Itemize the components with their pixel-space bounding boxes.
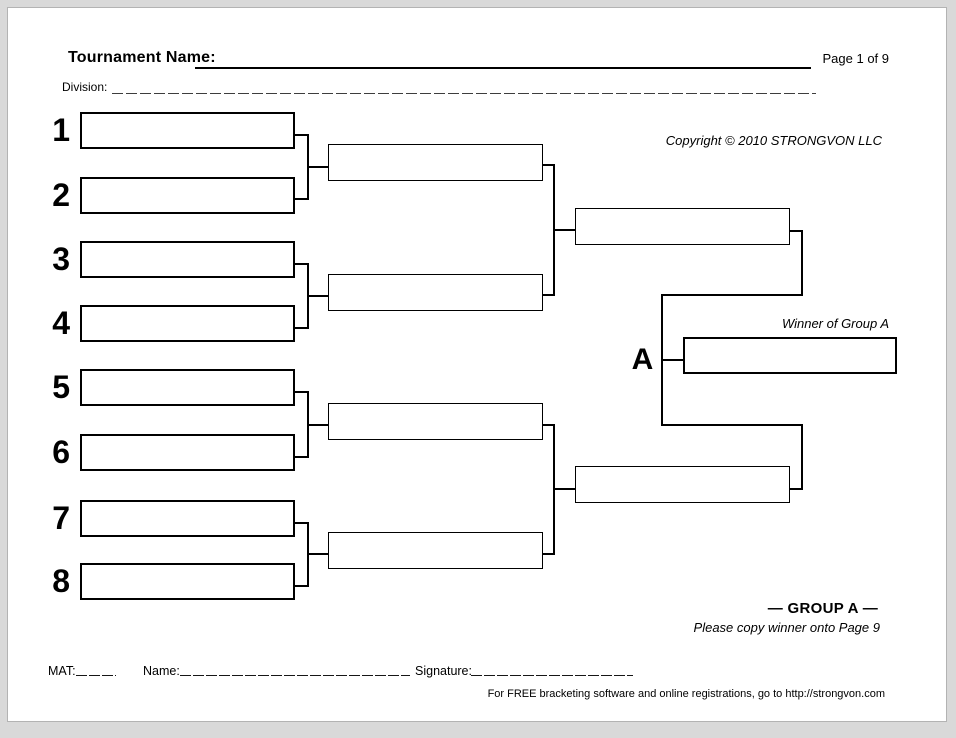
seed-number-7: 7 (52, 500, 70, 536)
connector-line (801, 230, 803, 296)
group-title: — GROUP A — (767, 600, 878, 617)
seed-number-4: 4 (52, 305, 70, 341)
player-box-4 (80, 305, 295, 342)
division-label: Division: (62, 80, 108, 94)
seed-number-2: 2 (52, 177, 70, 213)
connector-line (801, 424, 803, 490)
promo-footer: For FREE bracketing software and online … (487, 688, 885, 700)
group-a-label: A (631, 343, 654, 376)
player-box-7 (80, 500, 295, 537)
connector-line (307, 424, 328, 426)
winner-caption: Winner of Group A (781, 316, 889, 331)
connector-line (790, 488, 803, 490)
document-page: Tournament Name: Page 1 of 9 Division: C… (7, 7, 947, 722)
name-line (180, 664, 410, 676)
player-box-8 (80, 563, 295, 600)
round2-box-2 (328, 274, 543, 311)
connector-line (295, 456, 309, 458)
signature-line (471, 664, 633, 676)
player-box-1 (80, 112, 295, 149)
seed-number-5: 5 (52, 369, 70, 405)
connector-line (295, 198, 309, 200)
connector-line (295, 263, 309, 265)
final-box-top (575, 208, 790, 245)
seed-number-8: 8 (52, 563, 70, 599)
winner-box (683, 337, 897, 374)
round2-box-4 (328, 532, 543, 569)
connector-line (295, 327, 309, 329)
division-line (112, 93, 816, 94)
mat-label: MAT: (48, 664, 76, 678)
connector-line (553, 229, 575, 231)
group-note: Please copy winner onto Page 9 (693, 620, 880, 635)
connector-line (295, 522, 309, 524)
tournament-name-line (195, 51, 811, 69)
connector-line (543, 424, 555, 426)
round2-box-1 (328, 144, 543, 181)
connector-line (553, 488, 575, 490)
player-box-5 (80, 369, 295, 406)
connector-line (307, 295, 328, 297)
connector-line (307, 553, 328, 555)
mat-line (76, 664, 116, 676)
connector-line (295, 391, 309, 393)
page-number: Page 1 of 9 (822, 51, 890, 66)
name-label: Name: (143, 664, 180, 678)
connector-line (295, 134, 309, 136)
seed-number-3: 3 (52, 241, 70, 277)
final-box-bottom (575, 466, 790, 503)
player-box-2 (80, 177, 295, 214)
connector-line (661, 359, 683, 361)
round2-box-3 (328, 403, 543, 440)
tournament-name-label: Tournament Name: (68, 49, 216, 66)
signature-label: Signature: (415, 664, 472, 678)
connector-line (661, 424, 803, 426)
connector-line (543, 294, 555, 296)
copyright-notice: Copyright © 2010 STRONGVON LLC (665, 133, 882, 148)
connector-line (661, 294, 803, 296)
player-box-6 (80, 434, 295, 471)
connector-line (543, 164, 555, 166)
player-box-3 (80, 241, 295, 278)
seed-number-1: 1 (52, 112, 70, 148)
seed-number-6: 6 (52, 434, 70, 470)
connector-line (295, 585, 309, 587)
connector-line (790, 230, 803, 232)
connector-line (307, 166, 328, 168)
connector-line (543, 553, 555, 555)
